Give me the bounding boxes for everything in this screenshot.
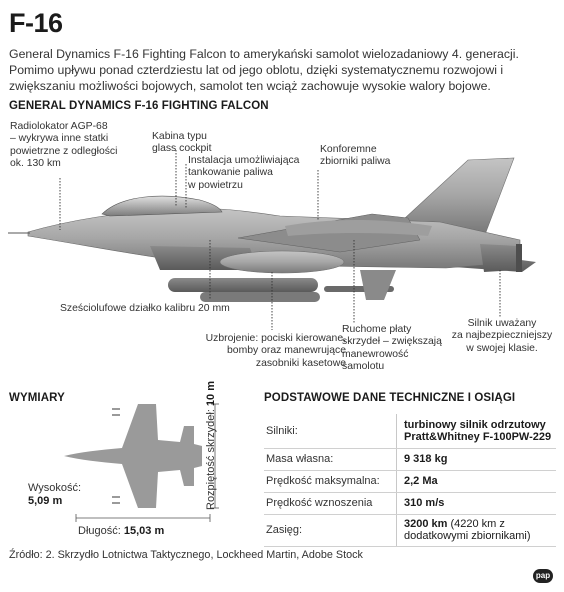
engine-nozzle <box>480 244 518 272</box>
aircraft-section-heading: GENERAL DYNAMICS F-16 FIGHTING FALCON <box>9 100 269 112</box>
length-dimension: Długość: 15,03 m <box>78 525 165 537</box>
bomb-2 <box>200 292 320 302</box>
annotation-engine: Silnik uważany za najbezpieczniejszy w s… <box>451 318 553 354</box>
spec-label: Masa własna: <box>264 448 397 471</box>
table-row: Zasięg: 3200 km (4220 km z dodatkowymi z… <box>264 514 556 547</box>
annotation-cannon: Sześciolufowe działko kalibru 20 mm <box>60 303 230 314</box>
annotation-cockpit: Kabina typu glass cockpit <box>152 131 212 155</box>
f16-illustration <box>8 150 536 330</box>
spec-label: Zasięg: <box>264 514 397 547</box>
intro-paragraph: General Dynamics F-16 Fighting Falcon to… <box>9 47 519 93</box>
spec-value: 2,2 Ma <box>396 470 556 493</box>
annotation-weapons: Uzbrojenie: pociski kierowane, bomby ora… <box>205 333 346 369</box>
page-title: F-16 <box>9 8 63 38</box>
dimensions-heading: WYMIARY <box>9 392 65 404</box>
nozzle-ring <box>516 244 522 272</box>
spec-value: 9 318 kg <box>396 448 556 471</box>
source-credit: Źródło: 2. Skrzydło Lotnictwa Taktyczneg… <box>9 549 363 561</box>
canopy <box>101 195 223 217</box>
external-fuel-tank <box>219 250 345 274</box>
bomb-1 <box>168 278 318 292</box>
spec-value: 310 m/s <box>396 492 556 515</box>
wingspan-dimension: Rozpiętość skrzydeł: 10 m <box>205 380 217 510</box>
annotation-refuel: Instalacja umożliwiająca tankowanie pali… <box>188 155 300 191</box>
table-row: Prędkość wznoszenia 310 m/s <box>264 492 556 515</box>
table-row: Masa własna: 9 318 kg <box>264 448 556 471</box>
spec-value: 3200 km (4220 km z dodatkowymi zbiornika… <box>396 514 556 547</box>
spec-value: turbinowy silnik odrzutowy Pratt&Whitney… <box>396 414 556 449</box>
table-row: Prędkość maksymalna: 2,2 Ma <box>264 470 556 493</box>
annotation-tanks: Konforemne zbiorniki paliwa <box>320 144 391 168</box>
specs-table: Silniki: turbinowy silnik odrzutowy Prat… <box>264 414 556 547</box>
annotation-flaps: Ruchome płaty skrzydeł – zwiększają mane… <box>342 324 442 373</box>
table-row: Silniki: turbinowy silnik odrzutowy Prat… <box>264 414 556 449</box>
specs-heading: PODSTAWOWE DANE TECHNICZNE I OSIĄGI <box>264 392 516 404</box>
pap-logo: pap <box>533 569 553 583</box>
top-view-silhouette <box>64 403 219 522</box>
spec-label: Prędkość maksymalna: <box>264 470 397 493</box>
ventral-fin <box>360 270 396 300</box>
spec-label: Prędkość wznoszenia <box>264 492 397 515</box>
annotation-radar: Radiolokator AGP-68 – wykrywa inne statk… <box>10 121 118 170</box>
conformal-tank <box>285 220 432 236</box>
spec-label: Silniki: <box>264 414 397 449</box>
height-dimension: Wysokość: 5,09 m <box>28 482 82 507</box>
